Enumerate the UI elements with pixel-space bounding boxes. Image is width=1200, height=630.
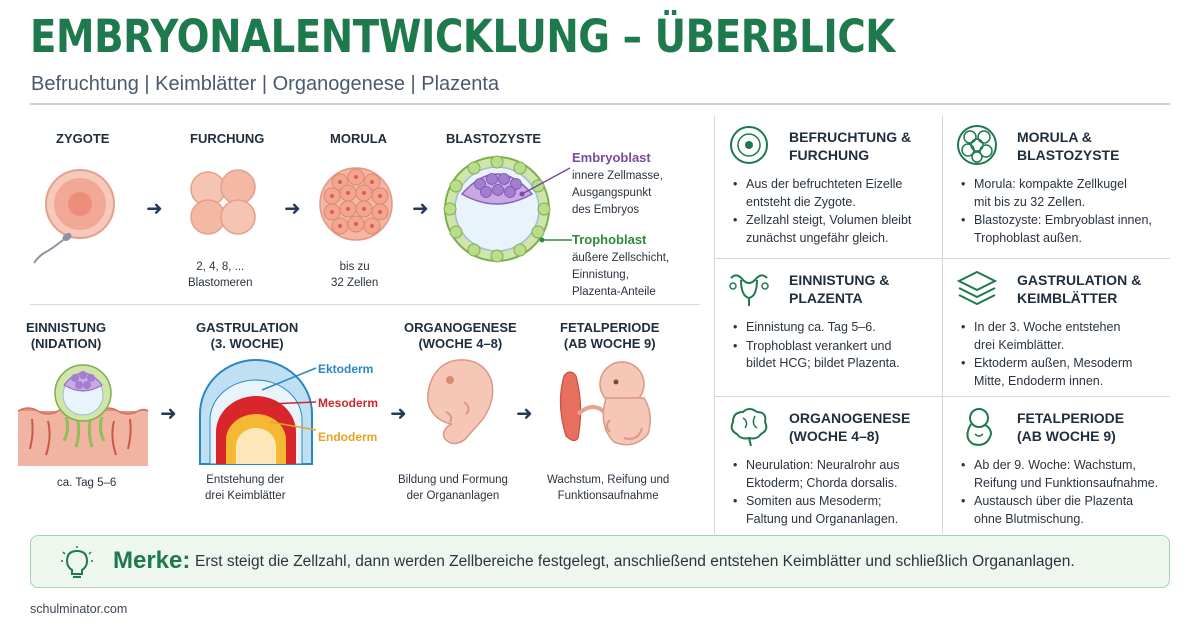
implantation-illustration — [17, 364, 149, 466]
caption-fetalperiode: Wachstum, Reifung und Funktionsaufnahme — [547, 474, 670, 502]
layers-icon — [956, 270, 998, 306]
caption-furchung: 2, 4, 8, ... Blastomeren — [188, 261, 253, 289]
endoderm-label: Endoderm — [318, 430, 378, 444]
header-divider — [30, 103, 1170, 105]
summary-cards: BEFRUCHTUNG & FURCHUNG Aus der befruchte… — [714, 116, 1170, 534]
card-title: BEFRUCHTUNG & FURCHUNG — [789, 129, 912, 163]
lightbulb-icon — [61, 546, 93, 578]
stage-label-organogenese: ORGANOGENESE (WOCHE 4–8) — [404, 320, 517, 351]
cell-cluster-icon — [957, 125, 997, 165]
germ-layer-pointer-lines — [261, 367, 317, 431]
card-title: GASTRULATION & KEIMBLÄTTER — [1017, 272, 1142, 306]
card-bullet: In der 3. Woche entstehen drei Keimblätt… — [961, 319, 1132, 354]
embryo-illustration — [427, 359, 494, 445]
card-bullet-list: Ab der 9. Woche: Wachstum, Reifung und F… — [961, 457, 1158, 529]
card-befruchtung: BEFRUCHTUNG & FURCHUNG Aus der befruchte… — [714, 116, 942, 258]
page-title: EMBRYONALENTWICKLUNG – ÜBERBLICK — [30, 10, 895, 63]
card-bullet-list: Aus der befruchteten Eizelle entsteht di… — [733, 176, 911, 248]
caption-organogenese: Bildung und Formung der Organanlagen — [398, 474, 508, 502]
zygote-illustration — [33, 169, 115, 264]
embryoblast-title: Embryoblast — [572, 150, 651, 165]
embryoblast-pointer-line — [519, 167, 571, 197]
section-divider — [30, 304, 700, 306]
card-morula: MORULA & BLASTOZYSTE Morula: kompakte Ze… — [942, 116, 1170, 258]
stage-label-blastozyste: BLASTOZYSTE — [446, 131, 542, 146]
egg-cell-icon — [730, 126, 768, 164]
mesoderm-label: Mesoderm — [318, 396, 379, 410]
uterus-icon — [729, 274, 769, 306]
blastocyst-illustration — [443, 155, 551, 263]
fetus-illustration — [559, 361, 651, 446]
card-gastrulation: GASTRULATION & KEIMBLÄTTER In der 3. Woc… — [942, 258, 1170, 396]
caption-gastrulation: Entstehung der drei Keimblätter — [205, 474, 286, 502]
arrow-icon: ➜ — [516, 403, 533, 425]
card-bullet: Einnistung ca. Tag 5–6. — [733, 319, 900, 337]
arrow-icon: ➜ — [284, 198, 301, 220]
arrow-icon: ➜ — [160, 403, 177, 425]
page-subtitle: Befruchtung | Keimblätter | Organogenese… — [31, 73, 500, 95]
stage-label-gastrulation: GASTRULATION (3. WOCHE) — [196, 320, 299, 351]
morula-illustration — [319, 167, 393, 241]
caption-einnistung: ca. Tag 5–6 — [57, 477, 117, 489]
trophoblast-title: Trophoblast — [572, 232, 647, 247]
card-bullet: Neurulation: Neuralrohr aus Ektoderm; Ch… — [733, 457, 900, 492]
card-title: MORULA & BLASTOZYSTE — [1017, 129, 1120, 163]
card-einnistung: EINNISTUNG & PLAZENTA Einnistung ca. Tag… — [714, 258, 942, 396]
stage-label-morula: MORULA — [330, 131, 388, 146]
card-bullet: Ektoderm außen, Mesoderm Mitte, Endoderm… — [961, 355, 1132, 390]
card-bullet: Somiten aus Mesoderm; Faltung und Organa… — [733, 493, 900, 528]
card-bullet: Ab der 9. Woche: Wachstum, Reifung und F… — [961, 457, 1158, 492]
card-organogenese: ORGANOGENESE (WOCHE 4–8) Neurulation: Ne… — [714, 396, 942, 534]
trophoblast-pointer-line — [539, 237, 572, 243]
card-bullet: Blastozyste: Embryoblast innen, Trophobl… — [961, 212, 1152, 247]
stage-label-fetalperiode: FETALPERIODE (AB WOCHE 9) — [560, 320, 660, 351]
card-title: ORGANOGENESE (WOCHE 4–8) — [789, 410, 911, 444]
fetus-icon — [966, 408, 993, 446]
arrow-icon: ➜ — [412, 198, 429, 220]
embryoblast-description: innere Zellmasse, Ausgangspunkt des Embr… — [572, 170, 663, 216]
trophoblast-description: äußere Zellschicht, Einnistung, Plazenta… — [572, 252, 670, 298]
merke-label: Merke: — [113, 547, 191, 574]
brain-icon — [730, 408, 768, 447]
card-bullet-list: In der 3. Woche entstehen drei Keimblätt… — [961, 319, 1132, 391]
stage-label-furchung: FURCHUNG — [190, 131, 265, 146]
gastrulation-illustration — [199, 359, 313, 465]
card-title: EINNISTUNG & PLAZENTA — [789, 272, 890, 306]
ektoderm-label: Ektoderm — [318, 362, 374, 376]
cleavage-illustration — [190, 169, 256, 235]
card-bullet-list: Morula: kompakte Zellkugel mit bis zu 32… — [961, 176, 1152, 248]
arrow-icon: ➜ — [146, 198, 163, 220]
card-bullet: Aus der befruchteten Eizelle entsteht di… — [733, 176, 911, 211]
card-fetalperiode: FETALPERIODE (AB WOCHE 9) Ab der 9. Woch… — [942, 396, 1170, 534]
card-title: FETALPERIODE (AB WOCHE 9) — [1017, 410, 1125, 444]
card-bullet: Austausch über die Plazenta ohne Blutmis… — [961, 493, 1158, 528]
card-bullet: Zellzahl steigt, Volumen bleibt zunächst… — [733, 212, 911, 247]
card-bullet: Trophoblast verankert und bildet HCG; bi… — [733, 338, 900, 373]
card-bullet-list: Neurulation: Neuralrohr aus Ektoderm; Ch… — [733, 457, 900, 529]
merke-callout: Merke: Erst steigt die Zellzahl, dann we… — [30, 535, 1170, 588]
stage-label-zygote: ZYGOTE — [56, 131, 110, 146]
source-credit: schulminator.com — [30, 602, 128, 616]
stage-label-einnistung: EINNISTUNG (NIDATION) — [26, 320, 107, 351]
development-diagram: ZYGOTE FURCHUNG MORULA BLASTOZYSTE ➜ 2, … — [0, 104, 712, 534]
card-bullet: Morula: kompakte Zellkugel mit bis zu 32… — [961, 176, 1152, 211]
arrow-icon: ➜ — [390, 403, 407, 425]
caption-morula: bis zu 32 Zellen — [331, 261, 379, 289]
card-bullet-list: Einnistung ca. Tag 5–6. Trophoblast vera… — [733, 319, 900, 374]
merke-text: Erst steigt die Zellzahl, dann werden Ze… — [195, 553, 1075, 570]
